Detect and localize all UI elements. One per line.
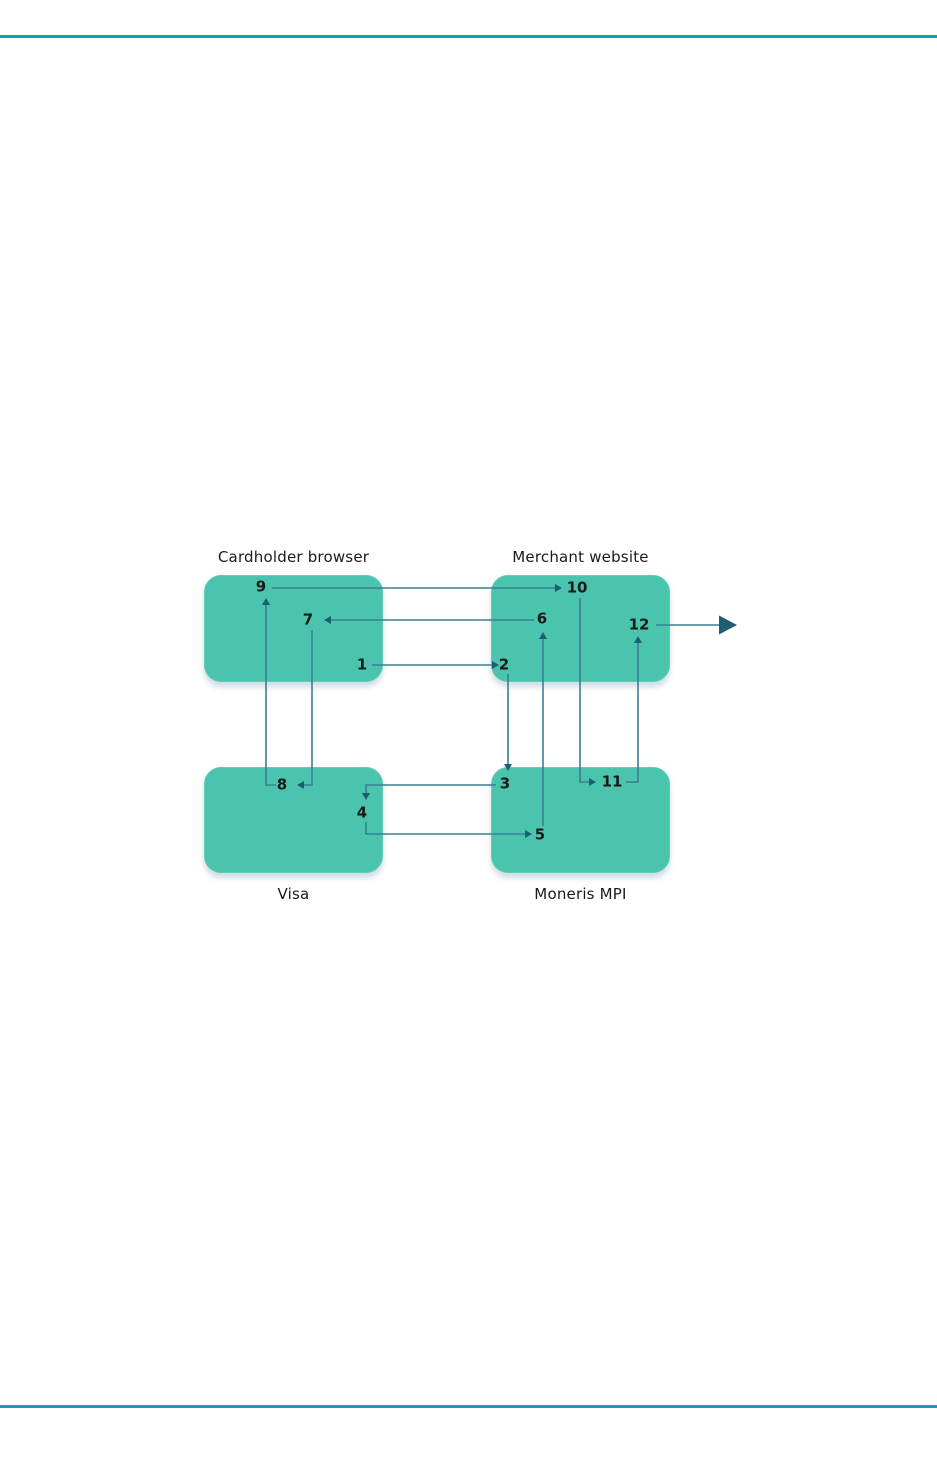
step-6: 6 bbox=[536, 609, 548, 628]
step-1: 1 bbox=[356, 655, 368, 674]
step-11: 11 bbox=[601, 772, 623, 791]
step-9: 9 bbox=[255, 577, 267, 596]
header-rule bbox=[0, 35, 937, 38]
step-3: 3 bbox=[499, 774, 511, 793]
step-4: 4 bbox=[356, 803, 368, 822]
step-12: 12 bbox=[628, 615, 650, 634]
node-label-merchant-website: Merchant website bbox=[512, 548, 649, 566]
step-2: 2 bbox=[498, 655, 510, 674]
node-visa bbox=[204, 767, 383, 873]
step-10: 10 bbox=[566, 578, 588, 597]
step-8: 8 bbox=[276, 775, 288, 794]
arrow-12-out-head bbox=[719, 615, 737, 635]
node-moneris-mpi bbox=[491, 767, 670, 873]
step-5: 5 bbox=[534, 825, 546, 844]
arrow-3-to-4 bbox=[362, 784, 496, 800]
footer-rule bbox=[0, 1405, 937, 1408]
node-cardholder-browser bbox=[204, 575, 383, 682]
node-label-visa: Visa bbox=[277, 885, 310, 903]
step-7: 7 bbox=[302, 610, 314, 629]
node-label-cardholder-browser: Cardholder browser bbox=[217, 548, 370, 566]
node-label-moneris-mpi: Moneris MPI bbox=[534, 885, 627, 903]
